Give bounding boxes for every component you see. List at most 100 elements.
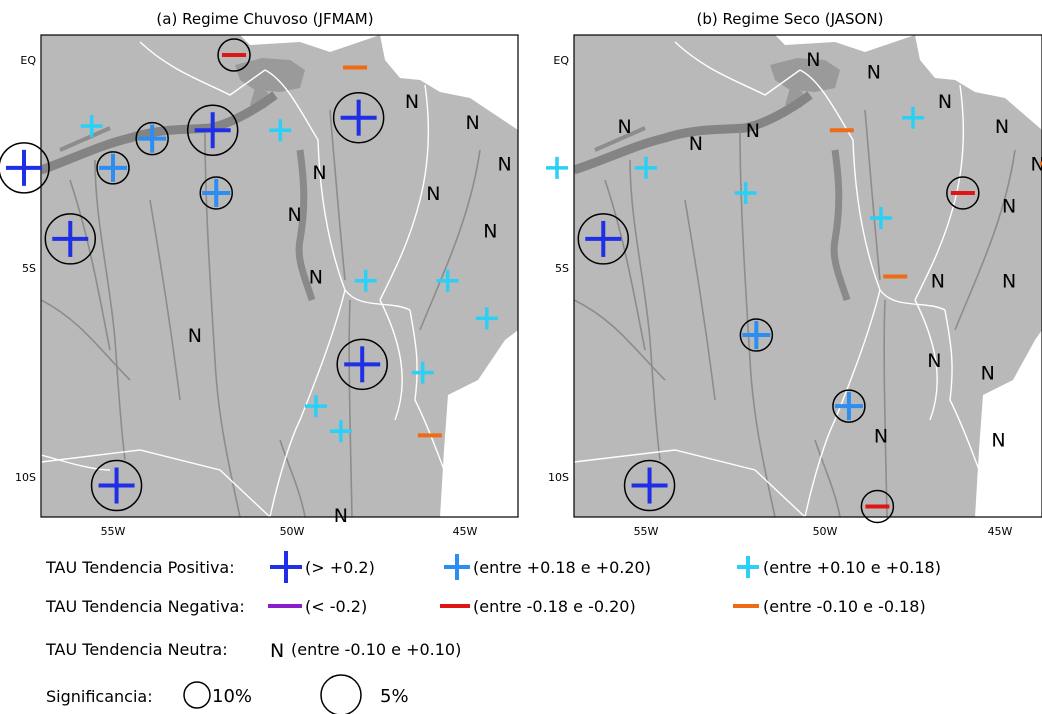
neutral-label: N (867, 62, 881, 84)
station-marker: N (938, 91, 952, 113)
station-marker: N (309, 267, 323, 289)
station-marker (832, 389, 866, 423)
significance-circle (832, 389, 866, 423)
legend: TAU Tendencia Positiva: (> +0.2) (entre … (45, 551, 941, 714)
station-marker (217, 38, 251, 72)
station-marker (739, 318, 774, 352)
station-marker (436, 269, 459, 292)
markers-panel-b: NNNNNNNNNNNNNNNN (546, 49, 1042, 524)
significance-circle (336, 338, 388, 391)
lat-label-5s: 5S (555, 262, 569, 275)
neutral-label: N (618, 116, 632, 138)
station-marker: N (287, 204, 301, 226)
station-marker (96, 151, 130, 185)
station-marker (269, 119, 292, 142)
significance-circle (860, 489, 895, 524)
station-marker (411, 361, 434, 384)
station-marker (336, 338, 388, 391)
panel-rainy-regime: (a) Regime Chuvoso (JFMAM) (0, 10, 519, 538)
station-marker: N (746, 120, 760, 142)
station-marker: N (188, 325, 202, 347)
map-area (574, 35, 1042, 517)
station-marker: N (1002, 271, 1016, 293)
station-marker: N (618, 116, 632, 138)
station-marker (0, 142, 50, 194)
station-marker: N (927, 350, 941, 372)
legend-neg2-text: (entre -0.18 e -0.20) (473, 597, 636, 616)
legend-pos1-text: (> +0.2) (305, 558, 375, 577)
legend-positive-label: TAU Tendencia Positiva: (45, 558, 235, 577)
lat-label-10s: 10S (548, 471, 569, 484)
neutral-label: N (426, 183, 440, 205)
neutral-label: N (981, 363, 995, 385)
map-area (41, 35, 518, 517)
significance-circle (946, 176, 980, 210)
station-marker (199, 176, 233, 210)
station-marker: N (874, 425, 888, 447)
lat-label-10s: 10S (15, 471, 36, 484)
station-marker (860, 489, 895, 524)
station-marker: N (991, 430, 1005, 452)
station-marker (577, 213, 630, 265)
significance-circle (186, 104, 239, 156)
station-marker: N (1002, 195, 1016, 217)
lat-label-eq: EQ (20, 54, 36, 67)
significance-circle (739, 318, 774, 352)
station-marker: N (981, 363, 995, 385)
neutral-label: N (1030, 154, 1042, 176)
station-marker (902, 106, 924, 129)
lat-label-eq: EQ (553, 54, 569, 67)
neutral-label: N (689, 133, 703, 155)
neutral-label: N (309, 267, 323, 289)
significance-circle (44, 213, 97, 265)
lon-label-50w: 50W (280, 525, 305, 538)
station-marker (304, 395, 327, 418)
neutral-label: N (405, 91, 419, 113)
station-marker (635, 156, 657, 179)
neutral-label: N (931, 271, 945, 293)
legend-negative-label: TAU Tendencia Negativa: (45, 597, 245, 616)
station-marker: N (426, 183, 440, 205)
station-marker (80, 115, 103, 138)
neutral-label: N (497, 154, 511, 176)
station-marker (332, 91, 385, 144)
station-marker (354, 269, 377, 292)
neutral-label: N (927, 350, 941, 372)
neutral-label: N (334, 505, 348, 527)
neutral-label: N (1002, 195, 1016, 217)
station-marker: N (995, 116, 1009, 138)
legend-pos2-icon (444, 554, 470, 580)
significance-circle (96, 151, 130, 185)
station-marker (946, 176, 980, 210)
station-marker: N (689, 133, 703, 155)
station-marker: N (867, 62, 881, 84)
station-marker (546, 156, 568, 179)
neutral-label: N (938, 91, 952, 113)
neutral-label: N (991, 430, 1005, 452)
station-marker: N (931, 271, 945, 293)
station-marker (44, 213, 97, 265)
lon-label-45w: 45W (453, 525, 478, 538)
station-marker (623, 459, 676, 512)
neutral-label: N (874, 425, 888, 447)
station-marker: N (806, 49, 820, 71)
station-marker (186, 104, 239, 156)
significance-circle (0, 142, 50, 194)
legend-significance-label: Significancia: (46, 687, 153, 706)
legend-pos3-text: (entre +0.10 e +0.18) (763, 558, 941, 577)
station-marker: N (334, 505, 348, 527)
neutral-label: N (465, 112, 479, 134)
legend-neutral-icon: N (270, 640, 284, 662)
neutral-label: N (483, 221, 497, 243)
legend-pos3-icon (737, 556, 759, 578)
neutral-label: N (995, 116, 1009, 138)
legend-neutral-text: (entre -0.10 e +0.10) (291, 640, 461, 659)
significance-circle (90, 459, 143, 512)
neutral-label: N (188, 325, 202, 347)
neutral-label: N (746, 120, 760, 142)
lon-label-55w: 55W (634, 525, 659, 538)
station-marker (734, 181, 757, 204)
legend-neg3-text: (entre -0.10 e -0.18) (763, 597, 926, 616)
lon-label-45w: 45W (988, 525, 1013, 538)
